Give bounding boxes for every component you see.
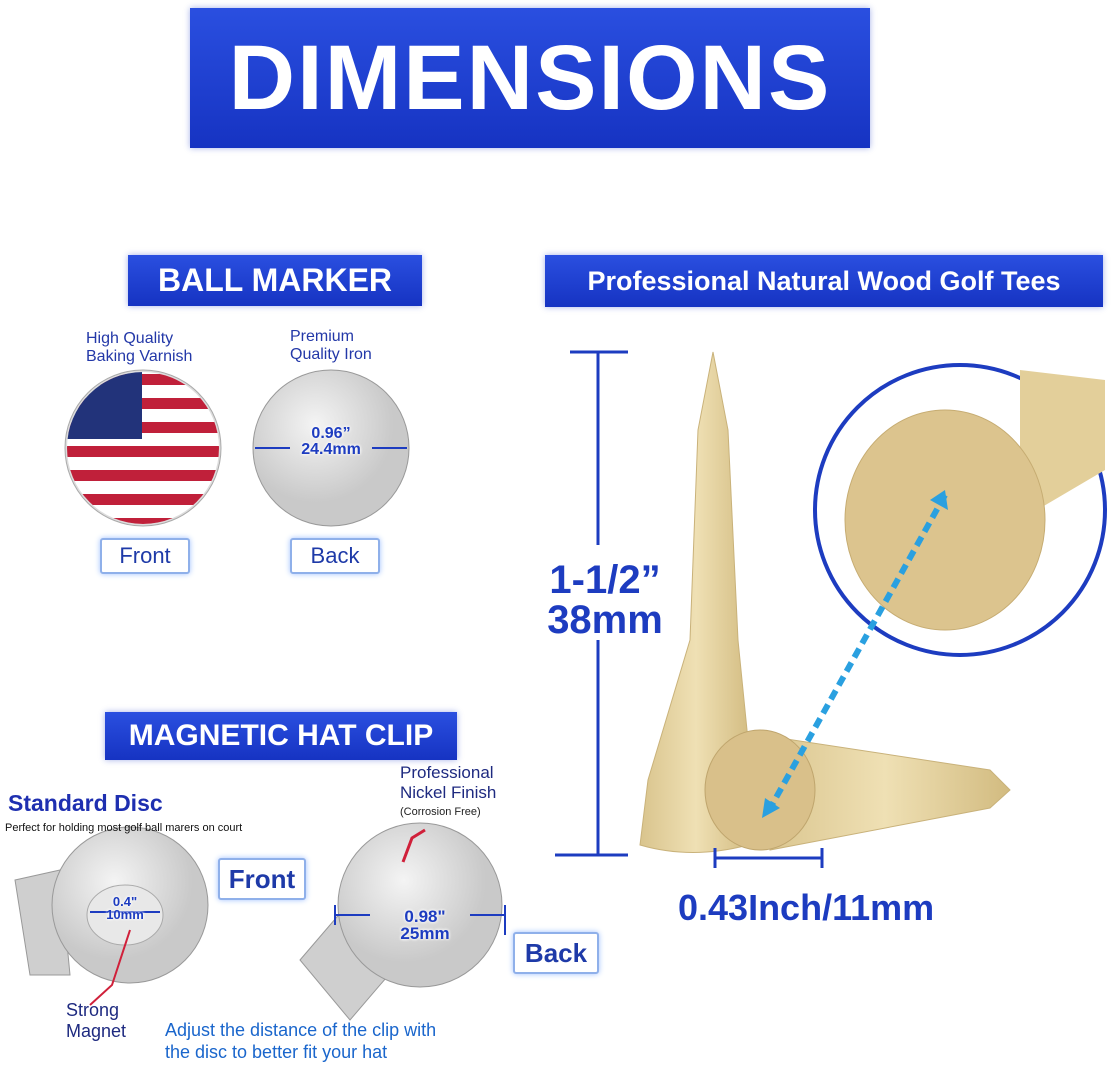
tee-length-dimension-line <box>555 350 628 857</box>
hat-clip-heading: MAGNETIC HAT CLIP <box>105 712 457 760</box>
clip-back-label: Back <box>513 932 599 974</box>
outer-mm: 25mm <box>400 924 450 943</box>
magnet-line: Strong <box>66 1000 120 1020</box>
outer-inch: 0.98" <box>404 907 446 926</box>
standard-disc-desc: Perfect for holding most golf ball marer… <box>5 822 243 834</box>
diameter-inch: 0.96” <box>311 425 351 442</box>
adjust-line: Adjust the distance of the clip with <box>165 1020 437 1040</box>
finish-note: (Corrosion Free) <box>400 806 481 819</box>
arrow-head-top <box>930 490 948 510</box>
dashed-arrow <box>765 493 948 814</box>
back-ball-marker <box>252 369 410 527</box>
arrow-head-bottom <box>762 798 780 818</box>
finish-caption: Professional Nickel Finish (Corrosion Fr… <box>400 763 496 819</box>
finish-line: Nickel Finish <box>400 782 497 802</box>
magnet-caption: Strong Magnet <box>66 1000 126 1041</box>
caption-line: Baking Varnish <box>86 348 193 366</box>
diameter-mm: 24.4mm <box>301 441 361 458</box>
tee-width-dimension-line <box>713 848 824 868</box>
caption-line: Premium <box>290 328 355 345</box>
flag-ball-marker <box>64 369 222 527</box>
caption-line: Quality Iron <box>290 346 372 364</box>
ball-front-label: Front <box>100 538 190 574</box>
magnet-line: Magnet <box>66 1020 127 1041</box>
ball-diameter-label: 0.96” 24.4mm <box>291 426 371 458</box>
hat-clip-back <box>299 822 506 1021</box>
length-mm: 38mm <box>547 598 663 642</box>
finish-line: Professional <box>400 763 494 782</box>
inner-mm: 10mm <box>106 907 144 922</box>
adjust-caption: Adjust the distance of the clip with the… <box>165 1020 436 1063</box>
page-title: DIMENSIONS <box>190 8 870 148</box>
inner-diameter-label: 0.4" 10mm <box>95 895 155 921</box>
ball-marker-heading: BALL MARKER <box>128 255 422 306</box>
zoom-circle <box>813 363 1107 657</box>
hat-clip-front <box>14 826 209 1006</box>
tees-heading: Professional Natural Wood Golf Tees <box>545 255 1103 307</box>
outer-diameter-label: 0.98" 25mm <box>385 908 465 942</box>
front-caption: High Quality Baking Varnish <box>86 330 192 367</box>
clip-front-label: Front <box>218 858 306 900</box>
back-caption: Premium Quality Iron <box>290 328 372 365</box>
tee-width-label: 0.43Inch/11mm <box>678 887 935 928</box>
tee-length-label: 1-1/2” 38mm <box>530 560 680 640</box>
ball-back-label: Back <box>290 538 380 574</box>
lying-tee <box>704 729 1011 851</box>
standard-disc-title: Standard Disc <box>8 790 163 816</box>
length-inch: 1-1/2” <box>549 558 661 602</box>
caption-line: High Quality <box>86 330 174 347</box>
adjust-line: the disc to better fit your hat <box>165 1041 388 1062</box>
inner-inch: 0.4" <box>112 894 138 909</box>
